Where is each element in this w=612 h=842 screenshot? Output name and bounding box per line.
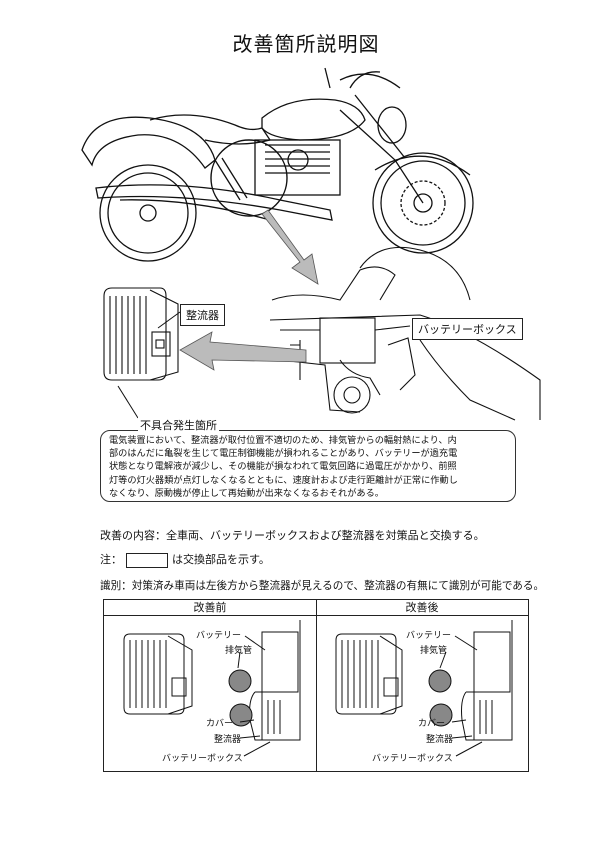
before-title: 改善前 [104, 600, 316, 616]
before-battery-box-label: バッテリーボックス [162, 754, 243, 764]
replacement-part-swatch [126, 552, 168, 568]
defect-description-line: 灯等の灯火器類が点灯しなくなるとともに、速度計および走行距離計が正常に作動し [109, 474, 458, 486]
rectifier-label: 整流器 [180, 304, 225, 326]
after-title: 改善後 [316, 600, 528, 616]
page-title: 改善箇所説明図 [232, 32, 380, 56]
after-battery-box-label: バッテリーボックス [372, 754, 453, 764]
note-prefix: 注： [100, 553, 122, 566]
replacement-note: 注： は交換部品を示す。 [100, 551, 270, 568]
defect-description: 電気装置において、整流器が取付位置不適切のため、排気管からの輻射熱により、内 部… [100, 430, 516, 502]
identification-note: 識別：対策済み車両は左後方から整流器が見えるので、整流器の有無にて識別が可能であ… [100, 580, 545, 592]
before-panel: 改善前 [104, 600, 317, 771]
after-cover-label: カバー [418, 719, 446, 729]
before-exhaust-label: 排気管 [225, 646, 253, 656]
battery-box-label: バッテリーボックス [412, 318, 523, 340]
after-exhaust-label: 排気管 [420, 646, 448, 656]
defect-description-line: なくなり、原動機が停止して再始動が出来なくなるおそれがある。 [109, 487, 384, 499]
before-battery-label: バッテリー [196, 631, 242, 641]
defect-location-label: 不具合発生箇所 [138, 417, 219, 433]
defect-description-line: 電気装置において、整流器が取付位置不適切のため、排気管からの輻射熱により、内 [109, 435, 457, 446]
note-suffix: は交換部品を示す。 [172, 553, 270, 566]
before-rectifier-label: 整流器 [214, 735, 242, 745]
defect-description-line: 部のはんだに亀裂を生じて電圧制御機能が損われることがあり、バッテリーが過充電 [109, 448, 458, 460]
defect-description-line: 状態となり電解液が減少し、その機能が損なわれて電気回路に過電圧がかかり、前照 [109, 461, 457, 473]
improvement-note: 改善の内容：全車両、バッテリーボックスおよび整流器を対策品と交換する。 [100, 529, 485, 542]
after-rectifier-label: 整流器 [426, 735, 454, 745]
comparison-table: 改善前 改善後 [103, 599, 529, 772]
after-panel: 改善後 [316, 600, 528, 771]
after-battery-label: バッテリー [406, 631, 452, 641]
before-cover-label: カバー [206, 719, 234, 729]
